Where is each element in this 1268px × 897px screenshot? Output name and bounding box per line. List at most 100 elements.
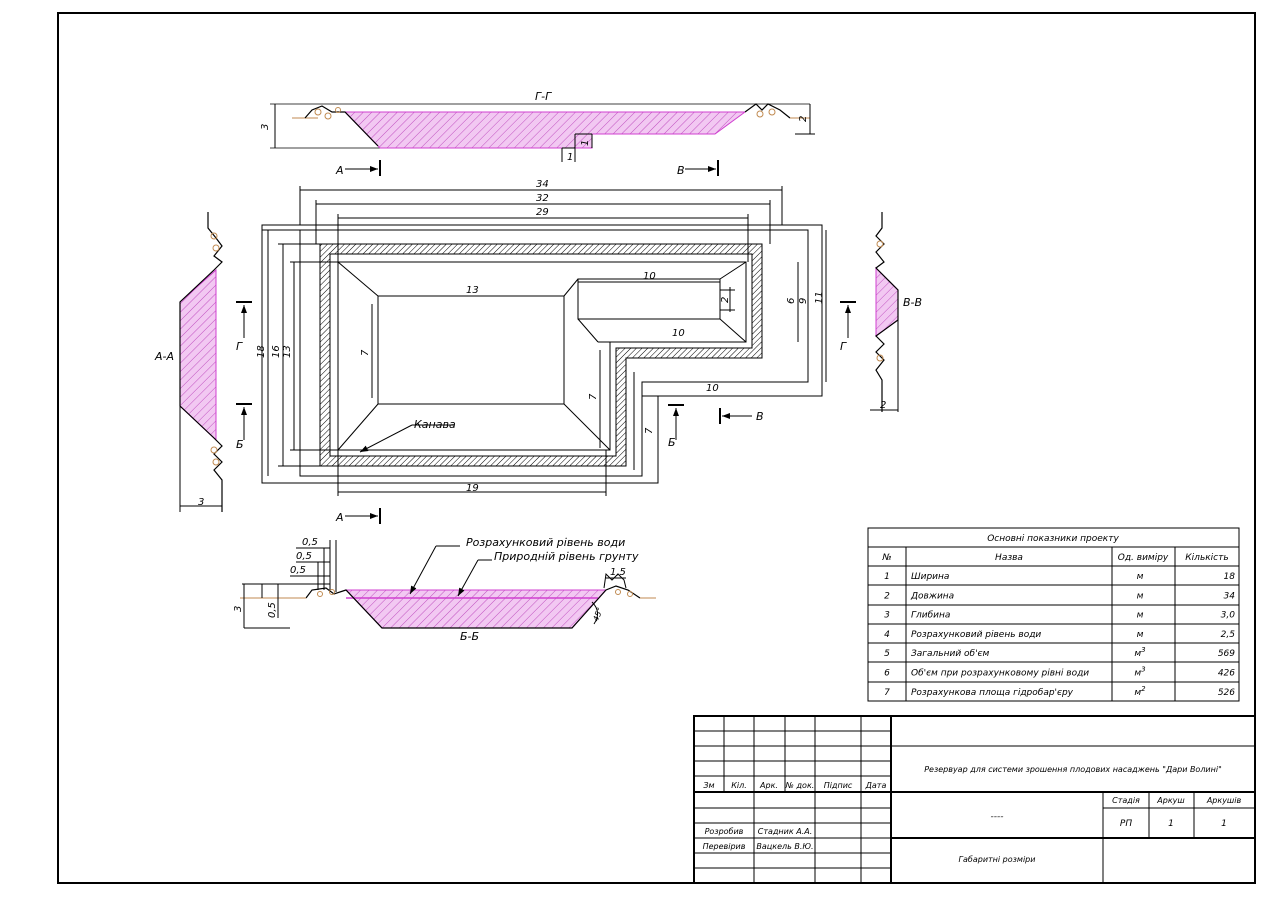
dim-19: 19: [466, 483, 479, 494]
indicator-row-name: Глибина: [911, 611, 950, 621]
tb-developed-label: Розробив: [705, 827, 744, 836]
title-block: [693, 715, 1256, 884]
bb-dim-05c: 0,5: [290, 565, 306, 576]
indicator-row-name: Об'єм при розрахунковому рівні води: [911, 669, 1089, 679]
tb-sheets: 1: [1221, 819, 1227, 829]
bb-dim-15: 1,5: [610, 567, 626, 578]
indicator-row-value: 3,0: [1221, 611, 1236, 621]
indicators-table: [867, 527, 1240, 702]
tb-col-sign: Підпис: [824, 781, 853, 790]
gg-dim-1b: 1: [580, 140, 591, 146]
marker-v-top-label: В: [677, 164, 685, 177]
tb-code: ----: [991, 812, 1004, 822]
dim-34: 34: [536, 179, 549, 190]
bb-dim-05b: 0,5: [296, 551, 312, 562]
section-vv: [870, 212, 899, 412]
indicators-header-no: №: [881, 553, 891, 563]
section-aa: [179, 212, 223, 512]
tb-checked-label: Перевірив: [703, 842, 746, 851]
indicator-row-no: 5: [884, 649, 890, 659]
section-bb-title: Б-Б: [460, 630, 479, 643]
tb-stage-label: Стадія: [1112, 796, 1140, 805]
indicator-row-unit: м: [1137, 611, 1144, 621]
bb-dim-angle: 45°: [591, 606, 604, 622]
gg-dim-2: 2: [798, 116, 809, 122]
tb-col-ark: Арк.: [759, 781, 778, 790]
dim-9: 9: [798, 298, 809, 304]
tb-col-kil: Кіл.: [731, 781, 747, 790]
cut-marker-v-top: [685, 160, 719, 176]
section-vv-title: В-В: [903, 296, 922, 309]
marker-b-left-label: Б: [236, 438, 244, 451]
indicator-row-value: 569: [1218, 649, 1235, 659]
indicator-row-unit: м3: [1134, 646, 1145, 659]
dim-7-b: 7: [588, 393, 599, 400]
indicator-row-no: 7: [884, 688, 890, 698]
indicator-row-name: Ширина: [911, 572, 949, 582]
indicator-row-no: 6: [884, 669, 890, 679]
kanava-leader: [359, 424, 454, 453]
tb-stage: РП: [1120, 819, 1132, 829]
cut-marker-b-right: [668, 404, 684, 440]
dim-10-b: 10: [672, 328, 685, 339]
dim-7-c: 7: [644, 427, 655, 434]
marker-g-right-label: Г: [840, 340, 847, 353]
indicator-row-value: 18: [1224, 572, 1236, 582]
dim-18: 18: [256, 345, 267, 358]
dim-13-horizontal: 13: [466, 285, 479, 296]
indicator-row-unit-sup: 2: [1141, 685, 1146, 693]
indicator-row-unit: м2: [1134, 685, 1146, 698]
dim-32: 32: [536, 193, 549, 204]
dim-10-a: 10: [643, 271, 656, 282]
water-level-label: Розрахунковий рівень води: [466, 536, 625, 549]
indicator-row-value: 526: [1218, 688, 1235, 698]
indicator-row-no: 2: [884, 591, 890, 601]
dim-6: 6: [786, 298, 797, 304]
tb-project-title: Резервуар для системи зрошення плодових …: [924, 765, 1222, 774]
dim-10-c: 10: [706, 383, 719, 394]
tb-col-date: Дата: [865, 781, 887, 790]
indicator-row-no: 1: [884, 572, 890, 582]
indicator-row-name: Розрахунковий рівень води: [911, 630, 1041, 640]
indicator-row-name: Довжина: [910, 591, 954, 601]
section-bb: [240, 540, 656, 629]
indicators-title: Основні показники проекту: [987, 534, 1119, 544]
cut-marker-v-bottom: [719, 408, 752, 424]
indicator-row-name: Розрахункова площа гідробар'єру: [911, 688, 1074, 698]
dim-7-a: 7: [360, 349, 371, 356]
indicator-row-unit: м: [1137, 572, 1144, 582]
indicators-header-unit: Од. виміру: [1118, 553, 1169, 563]
section-gg: [270, 103, 815, 162]
plan-view: [261, 186, 827, 496]
water-level-leader: [409, 545, 460, 595]
indicator-row-value: 2,5: [1221, 630, 1236, 640]
indicator-row-value: 34: [1224, 591, 1236, 601]
kanava-label: Канава: [414, 418, 456, 431]
vv-dim-2: 2: [880, 400, 886, 411]
indicator-row-name: Загальний об'єм: [911, 649, 989, 659]
dim-2: 2: [720, 297, 731, 303]
cut-marker-g-left: [236, 301, 252, 338]
indicator-row-value: 426: [1218, 669, 1235, 679]
dim-29: 29: [536, 207, 549, 218]
gg-dim-3: 3: [260, 124, 271, 130]
tb-col-doc: № док.: [785, 781, 815, 790]
cut-marker-a-bottom: [345, 508, 381, 524]
tb-sheets-label: Аркушів: [1206, 796, 1242, 805]
cut-marker-b-left: [236, 403, 252, 440]
dim-13-vertical: 13: [282, 345, 293, 358]
marker-a-top-label: А: [335, 164, 344, 177]
marker-b-right-label: Б: [668, 436, 676, 449]
indicator-row-no: 3: [884, 611, 890, 621]
sheet-frame: [57, 12, 1256, 884]
section-aa-title: А-А: [154, 350, 174, 363]
bb-dim-05d: 0,5: [267, 602, 278, 618]
ground-level-label: Природній рівень грунту: [494, 550, 639, 563]
tb-sheet: 1: [1168, 819, 1174, 829]
tb-drawing-name: Габаритні розміри: [959, 855, 1036, 864]
section-gg-title: Г-Г: [535, 90, 552, 103]
indicator-row-unit-sup: 3: [1141, 666, 1145, 674]
ground-level-leader: [457, 559, 492, 597]
indicator-row-unit: м3: [1134, 666, 1145, 679]
